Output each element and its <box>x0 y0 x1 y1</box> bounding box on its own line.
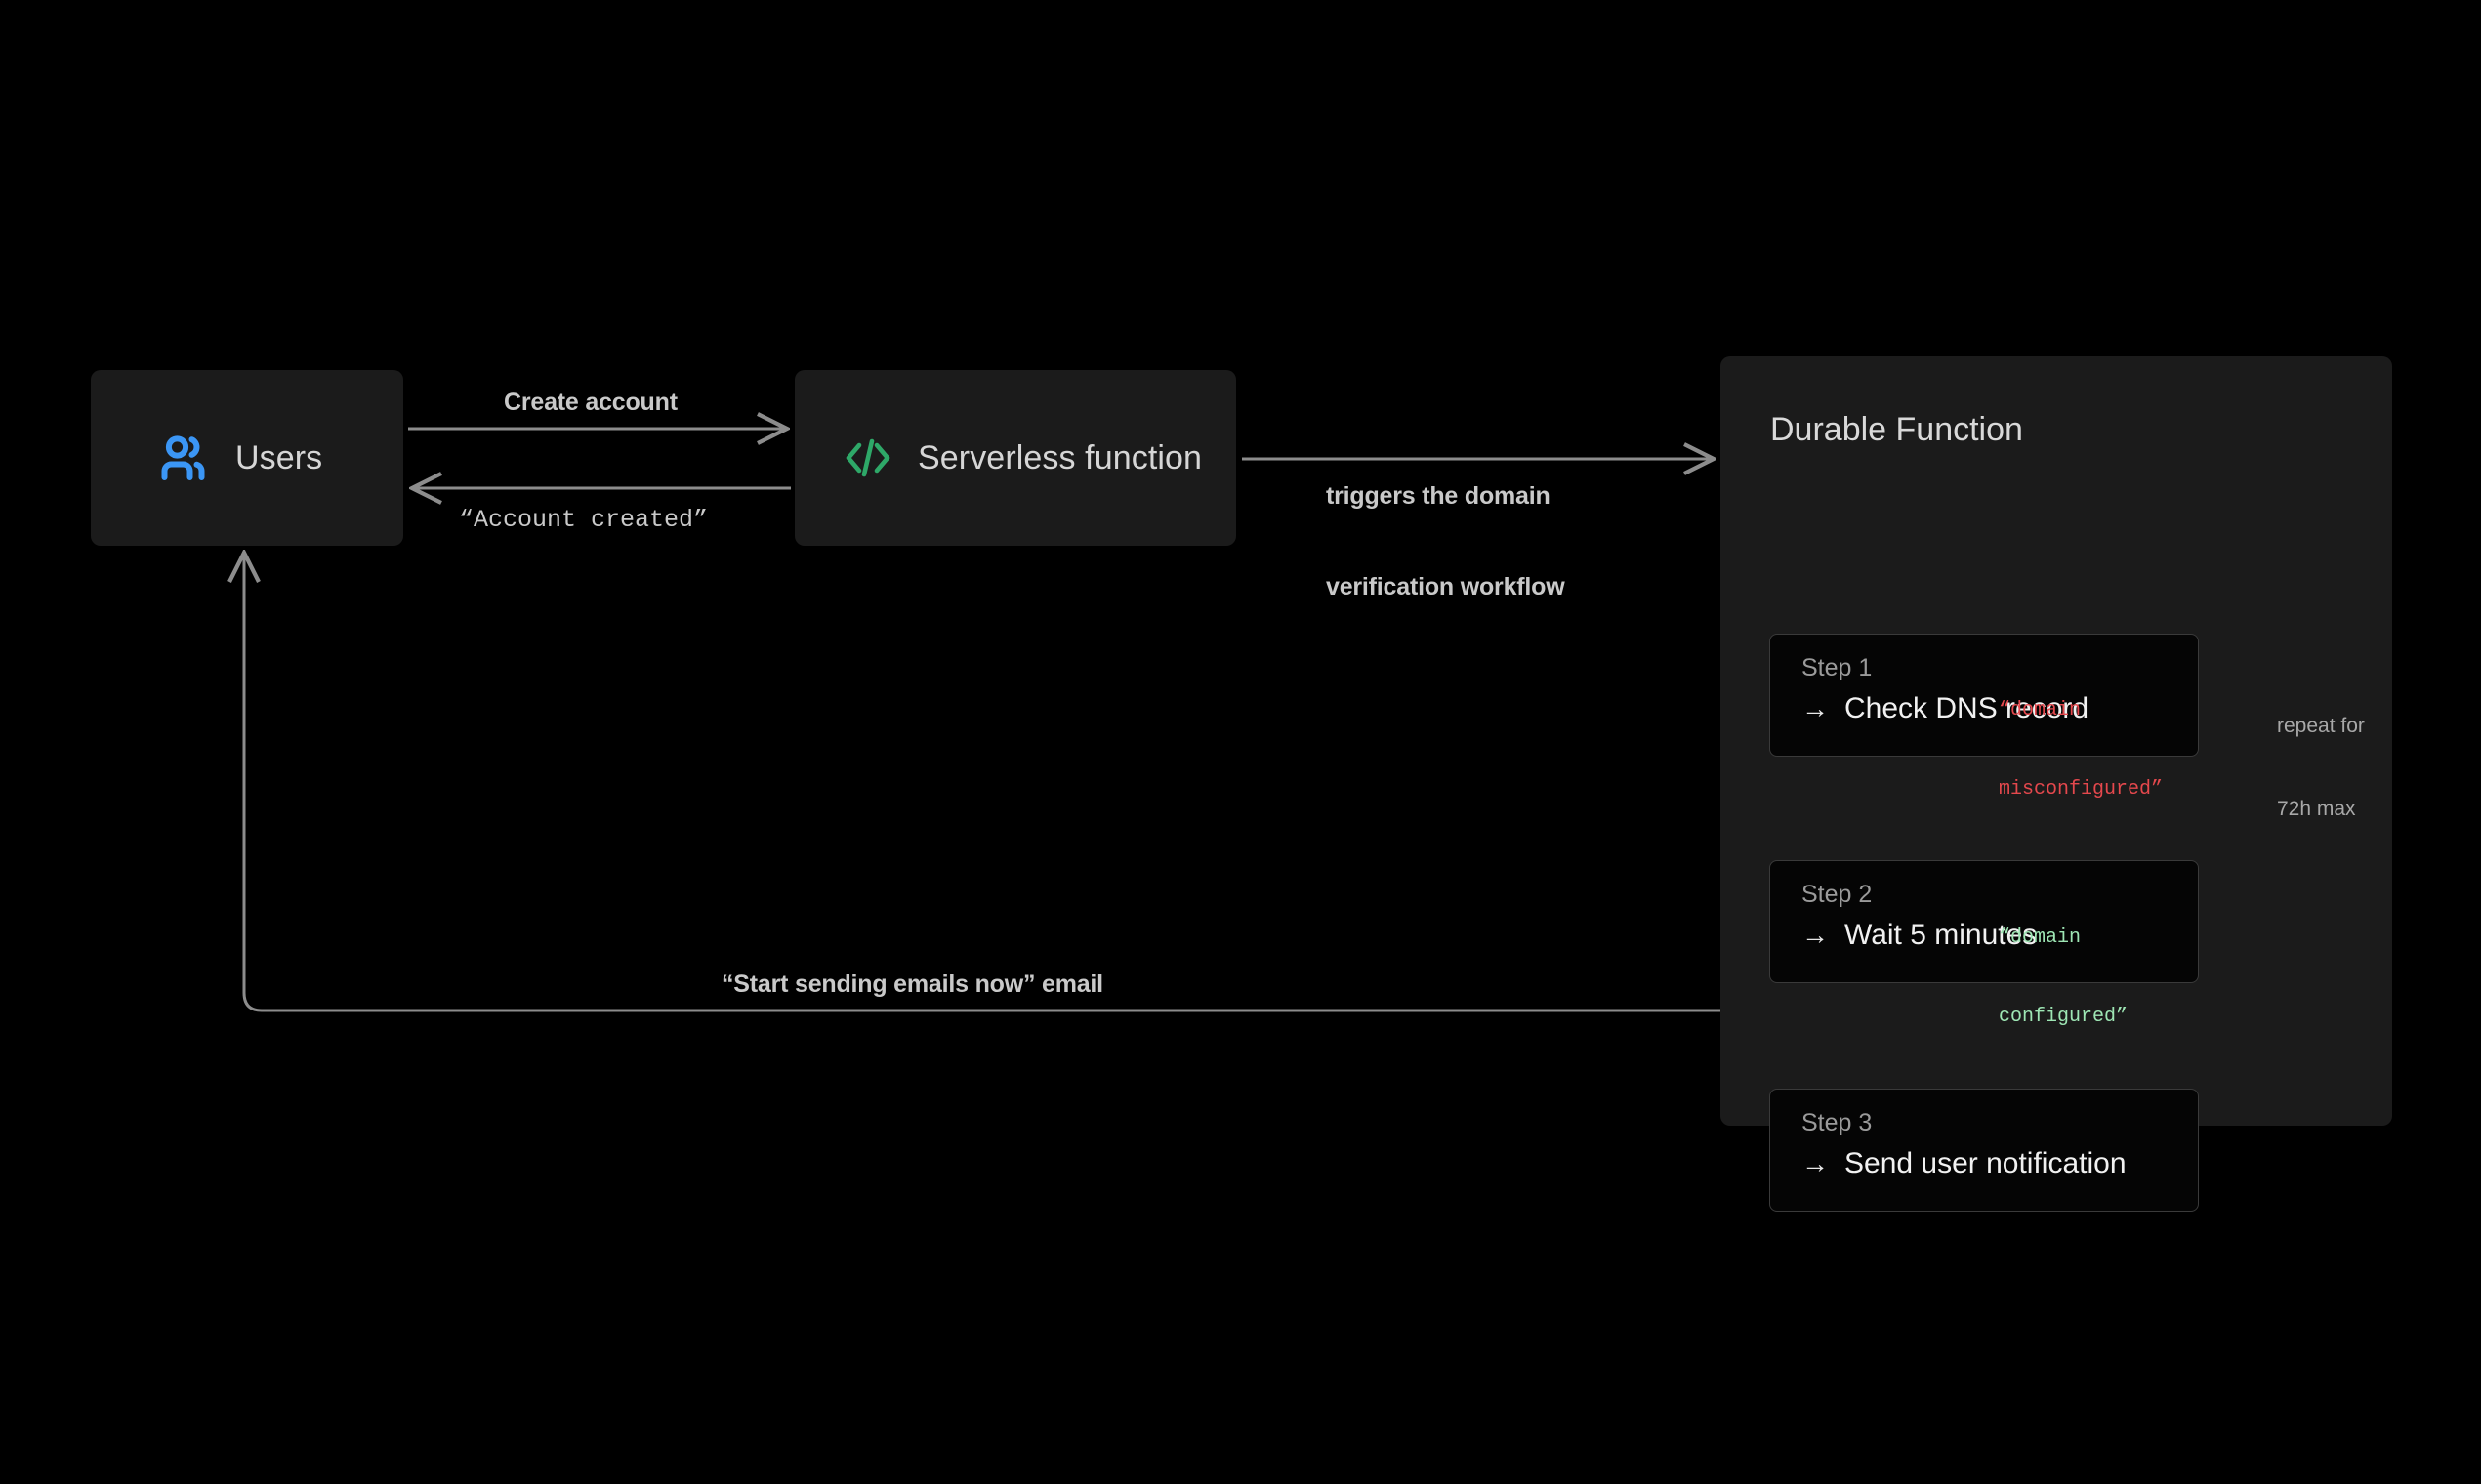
durable-function-title: Durable Function <box>1770 411 2023 448</box>
step-box-1[interactable]: Step 1 → Check DNS record <box>1769 634 2199 757</box>
node-serverless-content: Serverless function <box>795 437 1202 478</box>
edge-label-start-sending-emails: “Start sending emails now” email <box>722 970 1103 998</box>
transition-label-configured-line2: configured” <box>1999 1006 2129 1028</box>
step-2-caption: Step 2 <box>1801 881 1873 908</box>
step-box-2[interactable]: Step 2 → Wait 5 minutes <box>1769 860 2199 983</box>
step-2-action-label: Wait 5 minutes <box>1844 919 2038 951</box>
loop-note-line1: repeat for <box>2277 714 2365 737</box>
node-serverless-label: Serverless function <box>918 438 1203 476</box>
transition-label-misconfigured-line2: misconfigured” <box>1999 778 2164 801</box>
step-3-action: → Send user notification <box>1801 1147 2127 1180</box>
step-1-action: → Check DNS record <box>1801 692 2088 725</box>
arrow-right-icon: → <box>1801 1148 1829 1178</box>
step-3-caption: Step 3 <box>1801 1109 1873 1136</box>
node-serverless-function[interactable]: Serverless function <box>795 370 1236 546</box>
node-users-content: Users <box>91 435 322 480</box>
edge-label-create-account: Create account <box>504 389 678 416</box>
step-3-action-label: Send user notification <box>1844 1147 2127 1179</box>
node-users-label: Users <box>235 438 323 476</box>
code-brackets-icon <box>844 437 892 478</box>
users-icon <box>161 435 214 480</box>
transition-label-misconfigured-line1: “domain <box>1999 699 2082 721</box>
step-box-3[interactable]: Step 3 → Send user notification <box>1769 1089 2199 1212</box>
edge-label-triggers-line2: verification workflow <box>1326 573 1565 601</box>
arrow-right-icon: → <box>1801 920 1829 950</box>
panel-durable-function: Durable Function Step 1 → Check DNS reco… <box>1720 356 2392 1212</box>
transition-label-configured-line1: “domain <box>1999 927 2082 949</box>
step-1-action-label: Check DNS record <box>1844 692 2089 724</box>
edge-label-triggers-line1: triggers the domain <box>1326 481 1551 510</box>
transition-label-domain-misconfigured: “domain misconfigured” <box>1999 644 2163 855</box>
transition-label-domain-configured: “domain configured” <box>1999 872 2128 1083</box>
loop-note-repeat: repeat for 72h max <box>2277 657 2365 879</box>
arrow-right-icon: → <box>1801 693 1829 723</box>
step-1-caption: Step 1 <box>1801 654 1873 681</box>
edge-label-account-created: “Account created” <box>459 506 709 534</box>
loop-note-line2: 72h max <box>2277 797 2356 820</box>
step-2-action: → Wait 5 minutes <box>1801 919 2037 952</box>
node-users[interactable]: Users <box>91 370 403 546</box>
edge-label-triggers-workflow: triggers the domain verification workflo… <box>1326 420 1565 664</box>
